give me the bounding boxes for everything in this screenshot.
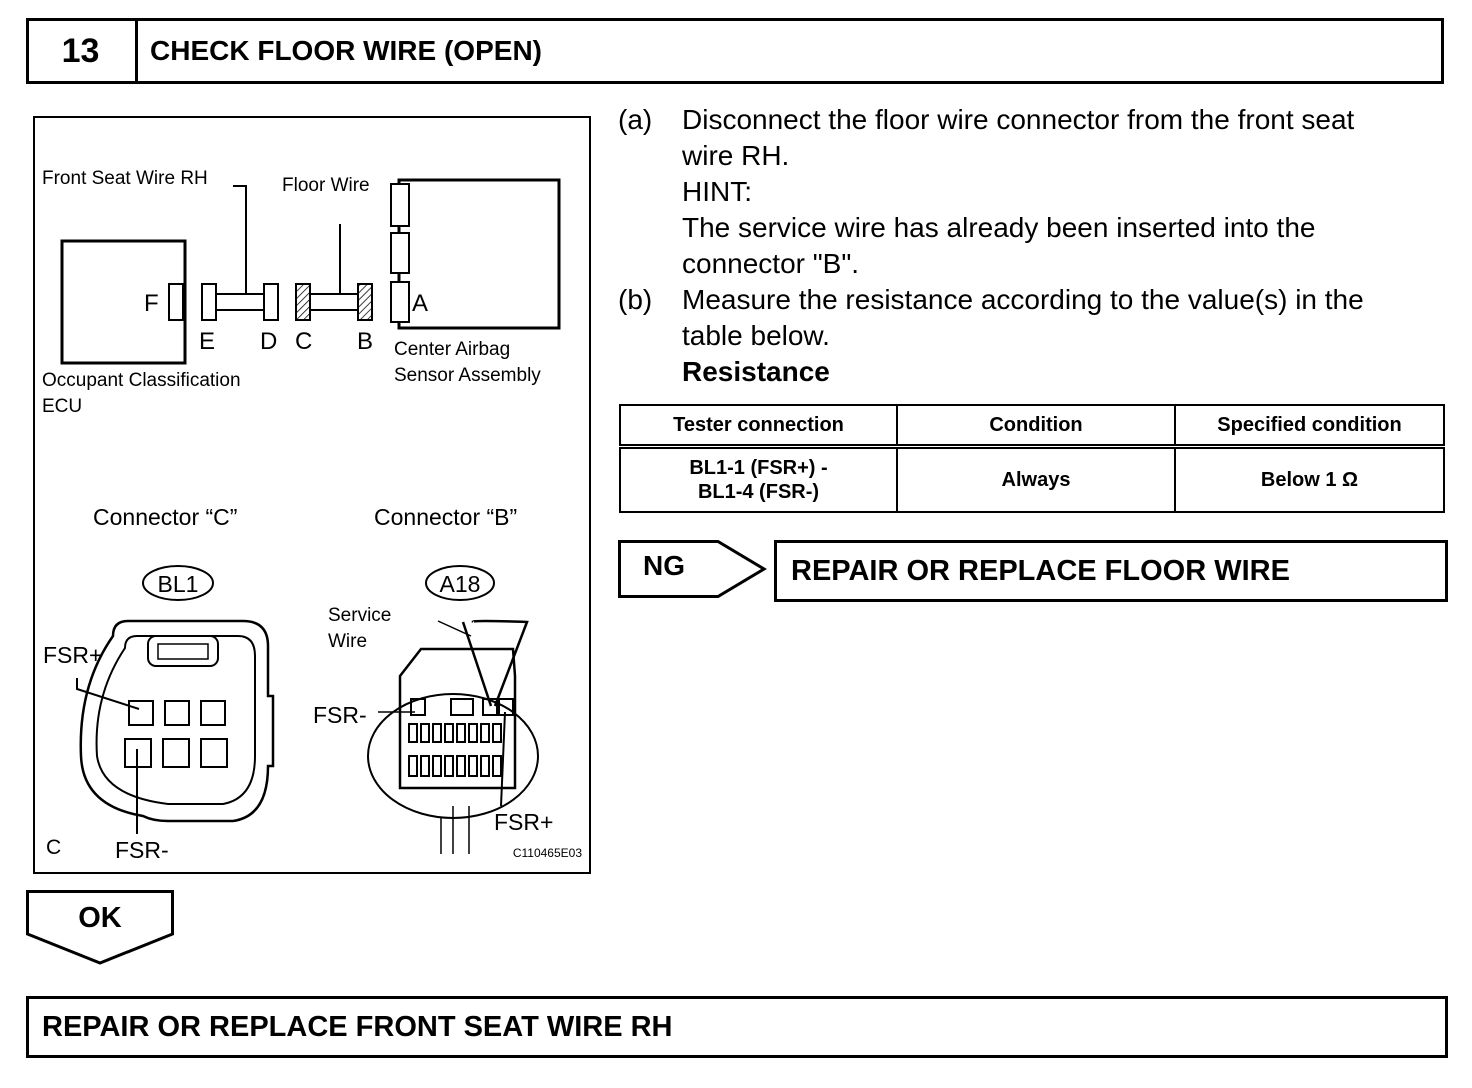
resistance-table: Tester connection Condition Specified co… (619, 404, 1445, 513)
fsr-minus-b-label: FSR- (313, 702, 367, 728)
hint-line2: connector "B". (682, 248, 860, 279)
ok-result-box: REPAIR OR REPLACE FRONT SEAT WIRE RH (26, 996, 1448, 1058)
ok-arrow-icon (26, 890, 174, 965)
sensor-label-2: Sensor Assembly (394, 365, 541, 386)
instruction-a-line1: Disconnect the floor wire connector from… (682, 104, 1355, 135)
conn-c-label: C (295, 328, 312, 355)
table-header: Tester connection (619, 404, 898, 449)
ng-result-text: REPAIR OR REPLACE FLOOR WIRE (791, 554, 1290, 587)
ng-result-box: REPAIR OR REPLACE FLOOR WIRE (774, 540, 1448, 602)
hint-label: HINT: (682, 176, 752, 207)
wiring-diagram: Front Seat Wire RH Floor Wire F A E D C … (33, 116, 591, 874)
table-header-row: Tester connection Condition Specified co… (619, 404, 1445, 449)
step-number: 13 (26, 18, 138, 84)
instruction-b-line1: Measure the resistance according to the … (682, 284, 1364, 315)
ng-label: NG (643, 550, 685, 581)
ecu-box (60, 239, 187, 365)
condition-cell: Always (896, 445, 1176, 513)
conn-d-label: D (260, 328, 277, 355)
table-row: BL1-1 (FSR+) - BL1-4 (FSR-) Always Below… (619, 445, 1445, 513)
ok-result-text: REPAIR OR REPLACE FRONT SEAT WIRE RH (42, 1010, 673, 1043)
front-seat-wire-label: Front Seat Wire RH (42, 168, 208, 189)
table-header: Specified condition (1174, 404, 1445, 449)
conn-f-label: F (144, 290, 159, 317)
fsr-plus-c-label: FSR+ (43, 642, 102, 668)
ecu-label-2: ECU (42, 396, 82, 417)
sensor-label-1: Center Airbag (394, 339, 510, 360)
fsr-plus-b-label: FSR+ (494, 809, 553, 835)
instruction-b-label: (b) (618, 284, 653, 315)
corner-c-label: C (46, 836, 61, 859)
ng-arrow-icon (618, 540, 767, 598)
connector-c-drawing (76, 619, 275, 834)
tester-connection-cell: BL1-1 (FSR+) - BL1-4 (FSR-) (619, 445, 898, 513)
instruction-a-label: (a) (618, 104, 653, 135)
figure-code: C110465E03 (513, 846, 582, 860)
resistance-heading: Resistance (682, 356, 830, 387)
step-header-box (26, 18, 1444, 84)
connector-b-drawing (367, 619, 539, 854)
step-title: CHECK FLOOR WIRE (OPEN) (150, 35, 542, 66)
instruction-b-line2: table below. (682, 320, 830, 351)
instruction-b: (b) Measure the resistance according to … (618, 282, 1438, 390)
hint-line1: The service wire has already been insert… (682, 212, 1316, 243)
service-wire-label-1: Service (328, 605, 391, 626)
ok-label: OK (78, 902, 122, 934)
instruction-a-line2: wire RH. (682, 140, 790, 171)
specified-condition-cell: Below 1 Ω (1174, 445, 1445, 513)
service-wire-label-2: Wire (328, 631, 367, 652)
conn-b-label: B (357, 328, 373, 355)
ecu-label-1: Occupant Classification (42, 370, 241, 391)
instruction-a: (a) Disconnect the floor wire connector … (618, 102, 1438, 282)
a18-label: A18 (440, 571, 481, 597)
floor-wire-label: Floor Wire (282, 175, 370, 196)
tester-connection-line2: BL1-4 (FSR-) (697, 481, 820, 503)
tester-connection-line1: BL1-1 (FSR+) - (689, 457, 828, 479)
conn-e-label: E (199, 328, 215, 355)
connector-c-title: Connector “C” (93, 504, 237, 530)
table-header: Condition (896, 404, 1176, 449)
fsr-minus-c-label: FSR- (115, 837, 169, 863)
connector-b-title: Connector “B” (374, 504, 517, 530)
conn-a-label: A (412, 290, 428, 317)
bl1-label: BL1 (158, 571, 199, 597)
